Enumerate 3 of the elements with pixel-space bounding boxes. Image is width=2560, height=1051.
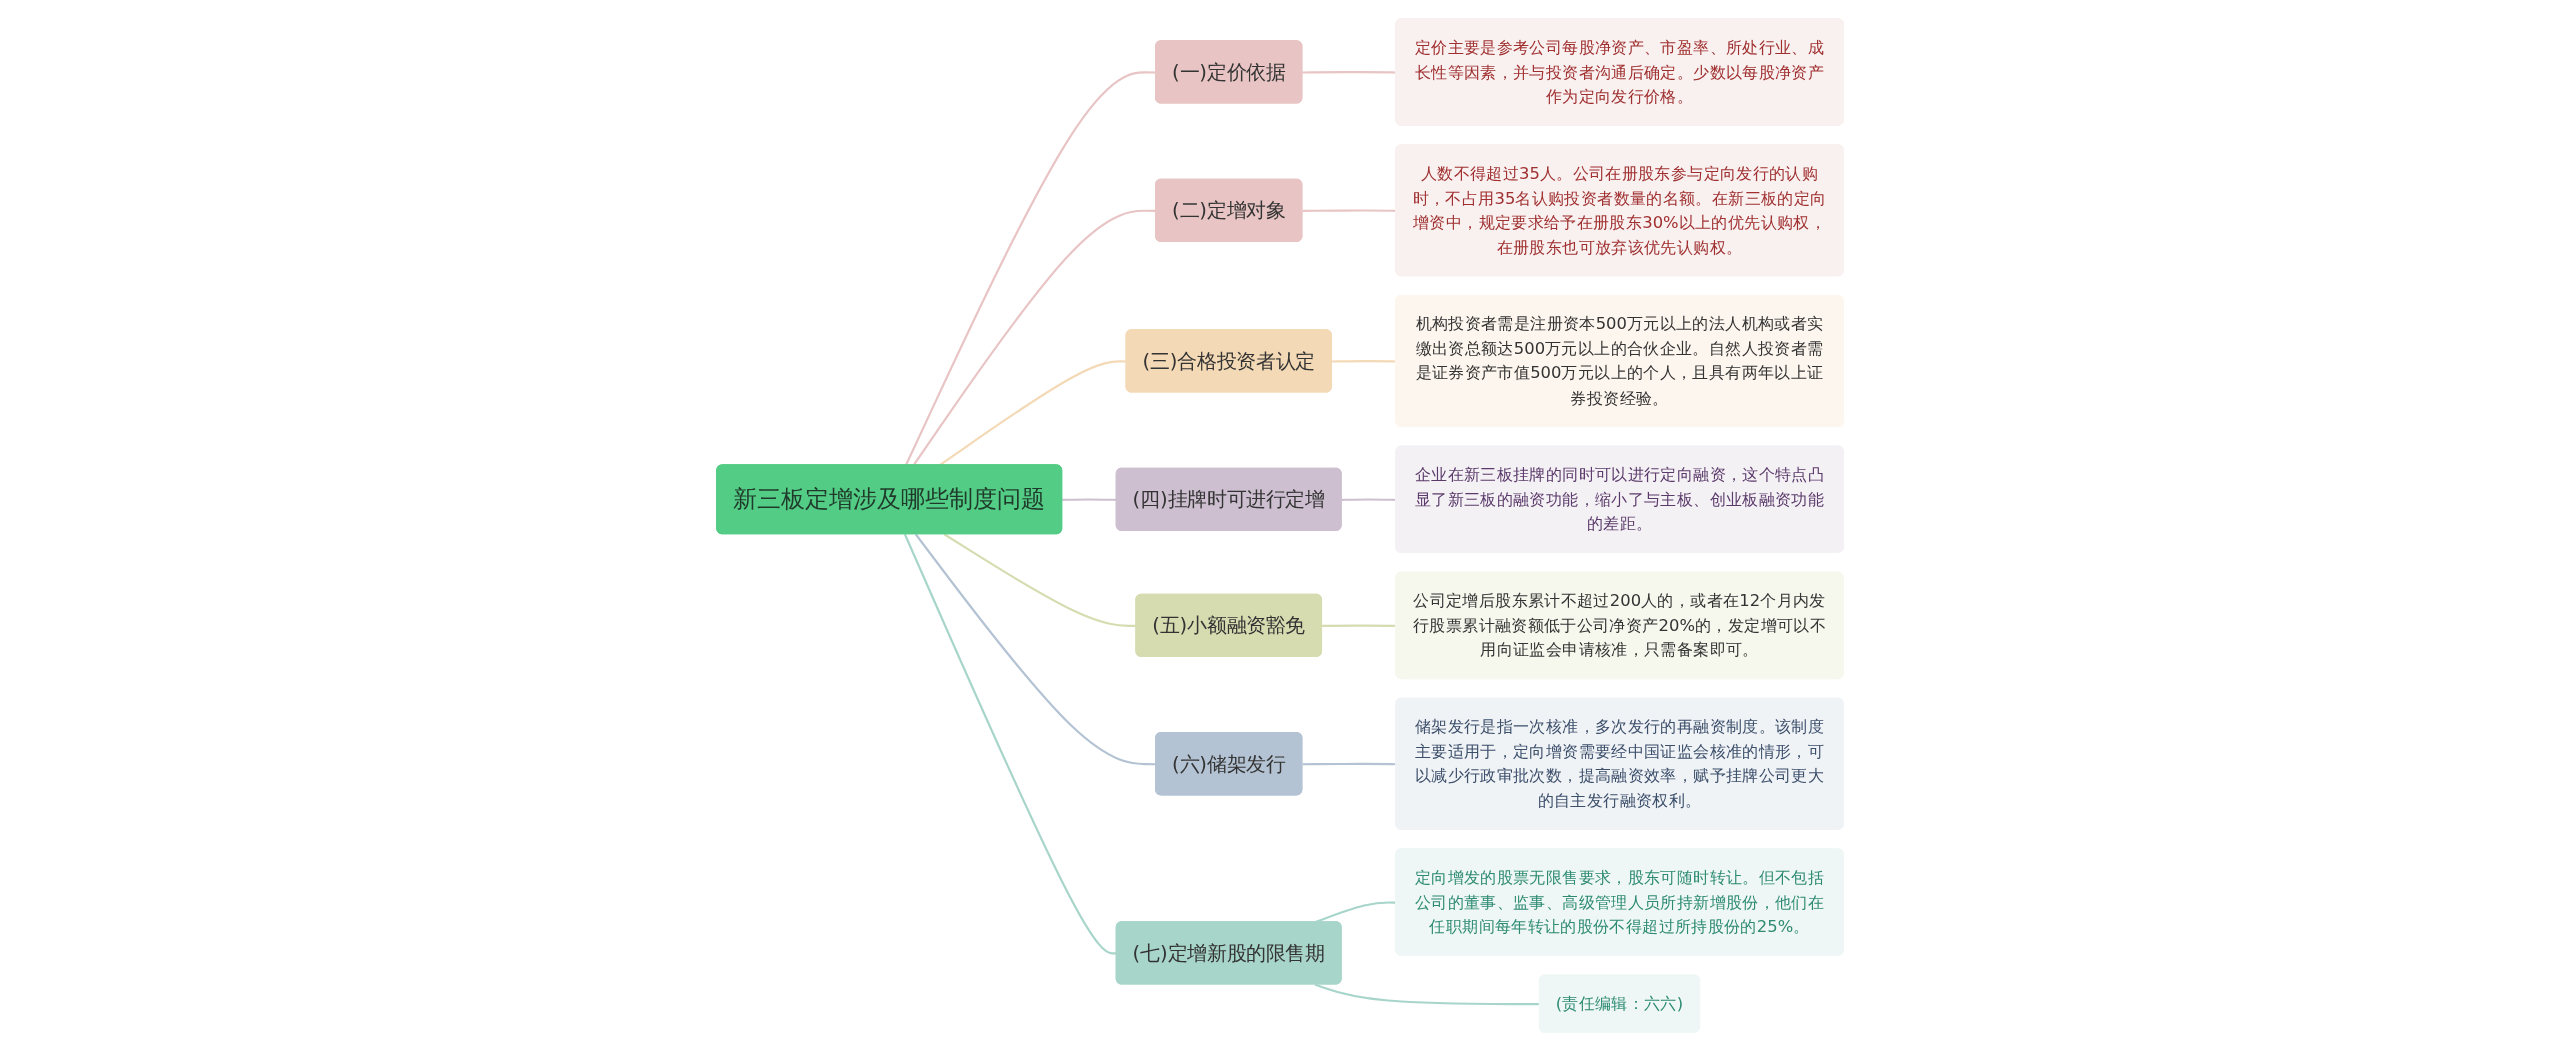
connector xyxy=(903,533,1117,955)
connector xyxy=(1062,498,1117,501)
connector xyxy=(1314,983,1540,1006)
